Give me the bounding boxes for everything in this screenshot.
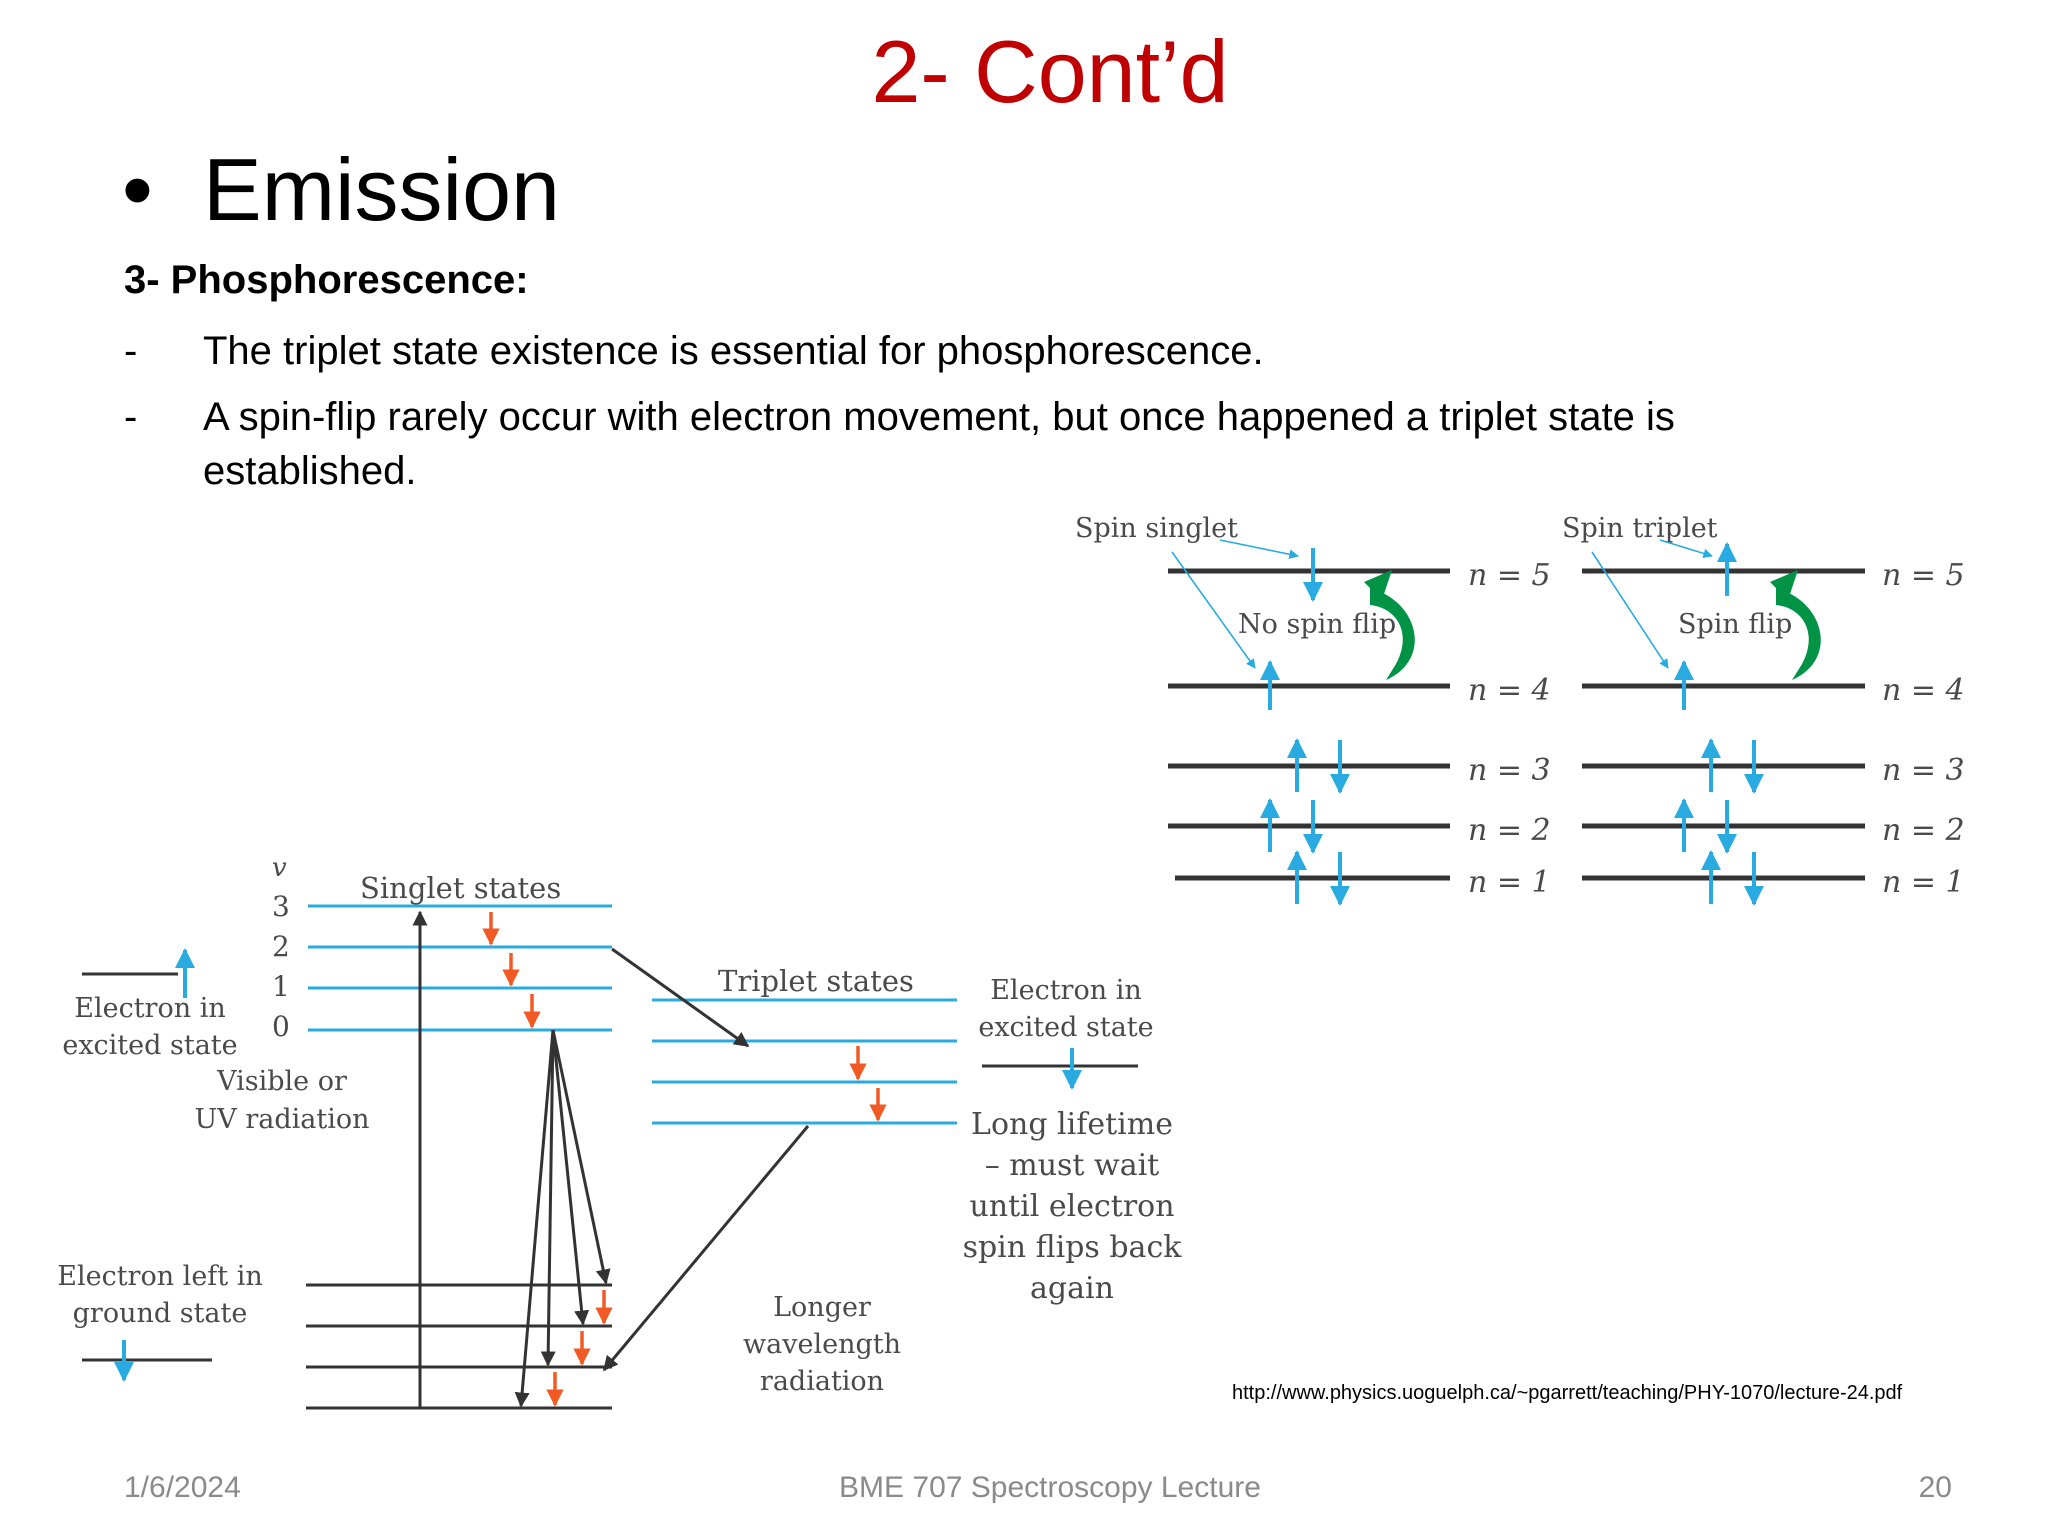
no-spin-flip-label: No spin flip xyxy=(1238,609,1396,640)
footer-title: BME 707 Spectroscopy Lecture xyxy=(839,1471,1261,1504)
green-curved-arrow xyxy=(1770,570,1821,680)
level-label: n = 3 xyxy=(1468,753,1551,788)
lifetime-text: until electron xyxy=(969,1189,1174,1224)
level-label: n = 5 xyxy=(1882,558,1965,593)
v-level-label: 0 xyxy=(272,1010,290,1043)
spin-diagram: n = 5 n = 4 n = 3 n = 2 n = 1 n = 5 n = … xyxy=(1075,513,1965,906)
singlet-states-label: Singlet states xyxy=(360,871,561,905)
bullet-marker: • xyxy=(122,140,153,239)
lifetime-text: Long lifetime xyxy=(971,1107,1173,1142)
source-link[interactable]: http://www.physics.uoguelph.ca/~pgarrett… xyxy=(1232,1382,1903,1404)
level-label: n = 4 xyxy=(1882,673,1965,708)
radiation-label: Visible or xyxy=(216,1066,347,1097)
v-level-label: 2 xyxy=(272,930,290,963)
longer-wavelength-label: Longer xyxy=(773,1292,871,1323)
dash-marker: - xyxy=(124,329,138,373)
lifetime-text: spin flips back xyxy=(963,1230,1183,1265)
longer-wavelength-label: radiation xyxy=(760,1366,884,1397)
footer-date: 1/6/2024 xyxy=(124,1471,241,1504)
v-level-label: 1 xyxy=(272,970,290,1003)
ground-state-label: ground state xyxy=(73,1298,248,1329)
dash-item-spin-flip: A spin-flip rarely occur with electron m… xyxy=(203,395,1675,493)
excited-state-label: excited state xyxy=(62,1030,237,1061)
relaxation-arrows xyxy=(482,912,887,1407)
spin-arrows xyxy=(1260,542,1764,906)
spin-triplet-label: Spin triplet xyxy=(1562,513,1718,544)
spin-flip-label: Spin flip xyxy=(1678,609,1792,640)
energy-levels xyxy=(1168,568,1865,881)
level-label: n = 5 xyxy=(1468,558,1551,593)
singlet-levels xyxy=(308,904,612,1032)
pointer-lines xyxy=(1171,539,1713,669)
dash-marker: - xyxy=(124,395,138,439)
lifetime-text: again xyxy=(1030,1271,1114,1306)
level-labels: n = 5 n = 4 n = 3 n = 2 n = 1 n = 5 n = … xyxy=(1468,558,1965,900)
spin-singlet-label: Spin singlet xyxy=(1075,513,1238,544)
level-label: n = 1 xyxy=(1882,865,1965,900)
v-level-label: 3 xyxy=(272,890,290,923)
bullet-emission: Emission xyxy=(203,140,560,239)
excited-state-label: Electron in xyxy=(990,975,1141,1006)
fluorescence-arrows xyxy=(514,1029,611,1408)
green-curved-arrow xyxy=(1364,570,1415,680)
ground-state-label: Electron left in xyxy=(57,1261,263,1292)
level-label: n = 4 xyxy=(1468,673,1551,708)
level-label: n = 1 xyxy=(1468,865,1551,900)
ground-levels xyxy=(306,1283,612,1410)
subheading-phosphorescence: 3- Phosphorescence: xyxy=(124,258,529,302)
slide-title: 2- Cont’d xyxy=(871,22,1229,121)
longer-wavelength-label: wavelength xyxy=(743,1329,901,1360)
v-label: v xyxy=(272,853,287,883)
excited-state-label: Electron in xyxy=(74,993,225,1024)
excited-state-label: excited state xyxy=(978,1012,1153,1043)
radiation-label: UV radiation xyxy=(195,1104,370,1135)
triplet-states-label: Triplet states xyxy=(718,964,914,998)
phosphorescence-figure: n = 5 n = 4 n = 3 n = 2 n = 1 n = 5 n = … xyxy=(57,513,1965,1410)
dash-item-triplet: The triplet state existence is essential… xyxy=(203,329,1264,373)
jablonski-diagram: v 3 2 1 0 Singlet states Triplet states xyxy=(57,853,1183,1410)
triplet-levels xyxy=(652,998,957,1125)
level-label: n = 3 xyxy=(1882,753,1965,788)
page-number: 20 xyxy=(1918,1471,1952,1504)
intersystem-crossing-arrow xyxy=(611,947,750,1048)
level-label: n = 2 xyxy=(1882,813,1965,848)
lifetime-text: – must wait xyxy=(985,1148,1160,1183)
level-label: n = 2 xyxy=(1468,813,1551,848)
phosphorescence-arrow xyxy=(602,1125,810,1372)
